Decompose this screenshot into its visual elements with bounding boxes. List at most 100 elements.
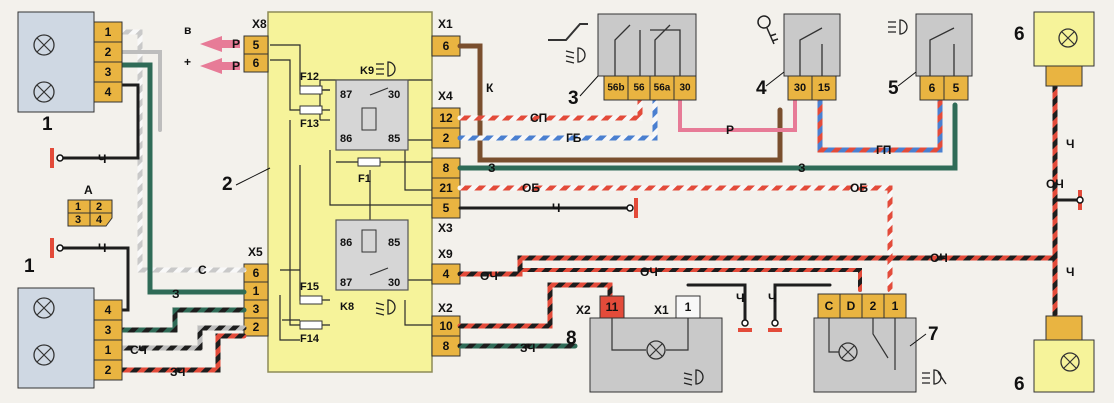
low-beam-icon <box>565 47 586 64</box>
switch-4-contacts <box>799 27 823 76</box>
wire-label-z-1: З <box>172 287 180 301</box>
signal-p2-label: P <box>232 59 240 73</box>
connector-a-pin-4: 4 <box>96 214 103 226</box>
wire-label-ch-4: Ч <box>1066 137 1074 151</box>
x4-pin-2: 2 <box>443 131 450 145</box>
relay-label-k8: K8 <box>340 301 354 313</box>
switch-3-pin-56b: 56b <box>607 83 624 94</box>
headlamp-top-connector: 1 2 3 4 <box>93 21 123 103</box>
x2-pin-8: 8 <box>443 339 450 353</box>
relay-k8-contact <box>369 267 389 276</box>
fuse-f14 <box>299 320 323 330</box>
wire-label-och-2: ОЧ <box>640 265 658 279</box>
key-icon <box>757 15 779 45</box>
wires <box>58 29 1082 373</box>
headlamp-bottom-pin-4: 4 <box>105 303 112 317</box>
x3-pin-5: 5 <box>443 201 450 215</box>
connector-a-diagram: 1 2 3 4 <box>67 199 113 227</box>
switch-4-connector: 30 15 <box>787 75 837 101</box>
bulb-icon <box>646 340 666 360</box>
item-label-1-bottom: 1 <box>24 256 35 277</box>
ground-symbols <box>50 148 1082 332</box>
wire-label-r: Р <box>726 123 734 137</box>
fog-lamp-icon <box>922 369 947 385</box>
bulb-icon <box>33 297 55 319</box>
ignition-switch-4 <box>783 13 841 77</box>
connector-x4: 12 2 <box>431 107 461 149</box>
connector-x1: 6 <box>431 35 461 57</box>
bulb-cross-icon <box>649 343 663 357</box>
bulb-icon <box>1058 28 1078 48</box>
item-5-leader <box>897 71 917 87</box>
fuse-label-f12: F12 <box>300 71 319 83</box>
switch-7-pin-1: 1 <box>892 299 899 313</box>
lamp-8-x2-label: X2 <box>576 303 591 317</box>
fuse-f12 <box>299 85 323 95</box>
wire-label-sch: СЧ <box>130 343 147 357</box>
item-7-leader <box>909 333 927 347</box>
x9-pin-4: 4 <box>443 267 450 281</box>
connector-a-pin-2: 2 <box>96 201 102 213</box>
x2-pin-10: 10 <box>439 319 453 333</box>
wire-label-gp: ГП <box>876 143 891 157</box>
relay-k9-pin-30: 30 <box>388 89 400 101</box>
wire-label-sp: СП <box>530 111 547 125</box>
item-label-2: 2 <box>222 174 233 195</box>
fuse-label-f1: F1 <box>358 173 371 185</box>
side-lamp-bottom-connector <box>1045 315 1083 341</box>
switch-5-contacts <box>929 27 955 76</box>
headlamp-top-pin-4: 4 <box>105 85 112 99</box>
wire-label-gb: ГБ <box>566 131 582 145</box>
high-beam-icon <box>888 19 908 35</box>
bulb-cross-icon <box>36 37 52 53</box>
bulb-cross-icon <box>841 345 855 359</box>
switch-4-pin-30: 30 <box>794 82 806 94</box>
ground-dots <box>56 154 1084 327</box>
wire-label-ch-1: Ч <box>98 152 106 166</box>
item-3-leader <box>579 75 599 97</box>
high-beam-icon <box>376 61 396 77</box>
item-label-5: 5 <box>888 78 899 99</box>
signal-plus-label: + <box>184 55 191 69</box>
item-label-1-top: 1 <box>42 114 53 135</box>
headlamp-top-pin-2: 2 <box>105 45 112 59</box>
x3-pin-21: 21 <box>439 181 453 195</box>
relay-k8 <box>335 219 409 291</box>
item-label-6-bottom: 6 <box>1014 374 1025 395</box>
connector-x1-label: X1 <box>438 17 453 31</box>
wire-label-k: К <box>486 81 494 95</box>
wire-label-ch-3: Ч <box>552 201 560 215</box>
signal-arrows <box>200 36 240 74</box>
switch-3-connector: 56b 56 56a 30 <box>603 75 697 101</box>
wire-label-zch-1: ЗЧ <box>170 365 186 379</box>
connector-x9-label: X9 <box>438 247 453 261</box>
bulb-icon <box>33 344 55 366</box>
x5-pin-6: 6 <box>253 266 260 280</box>
switch-4-pin-15: 15 <box>818 82 830 94</box>
x4-pin-12: 12 <box>439 111 453 125</box>
x5-pin-3: 3 <box>253 302 260 316</box>
fuse-label-f15: F15 <box>300 281 319 293</box>
relay-k8-pin-87: 87 <box>340 277 352 289</box>
connector-x2-label: X2 <box>438 301 453 315</box>
switch-7-pin-2: 2 <box>870 299 877 313</box>
relay-k8-pin-85: 85 <box>388 237 400 249</box>
bulb-cross-icon <box>1063 355 1077 369</box>
bulb-icon <box>33 34 55 56</box>
item-label-6-top: 6 <box>1014 24 1025 45</box>
connector-a-pin-1: 1 <box>75 201 81 213</box>
headlamp-bottom-pin-3: 3 <box>105 323 112 337</box>
connector-x8-label: X8 <box>252 17 267 31</box>
x8-pin-5: 5 <box>253 38 260 52</box>
item-2-leader <box>235 167 271 186</box>
headlamp-top-pin-1: 1 <box>105 25 112 39</box>
switch-5-pin-6: 6 <box>929 81 936 95</box>
switch-3-pin-30: 30 <box>679 83 691 94</box>
switch-7-pin-c: C <box>825 299 834 313</box>
item-label-3: 3 <box>568 88 579 109</box>
switch-3-contacts <box>614 24 681 76</box>
low-beam-icon <box>375 299 396 316</box>
headlamp-top-pin-3: 3 <box>105 65 112 79</box>
